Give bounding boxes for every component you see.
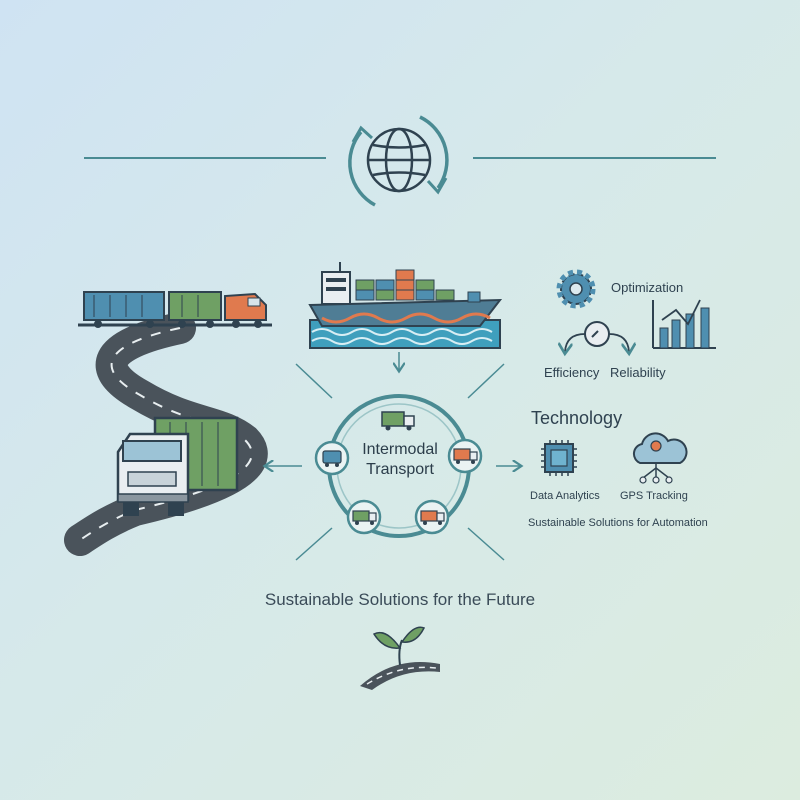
node-right	[447, 438, 483, 474]
ship-icon	[308, 262, 503, 349]
chip-icon	[541, 440, 577, 476]
optimization-label: Optimization	[611, 280, 684, 295]
ray-top-left	[295, 363, 333, 399]
reliability-gauge-icon	[565, 321, 629, 352]
sprout-icon	[360, 626, 440, 690]
ray-bottom-left	[295, 527, 333, 561]
technology-caption: Sustainable Solutions for Automation	[528, 517, 708, 529]
center-title: Intermodal Transport	[334, 440, 466, 480]
gear-icon	[556, 269, 596, 309]
data-analytics-label: Data Analytics	[530, 490, 600, 502]
globe-icon	[366, 127, 432, 193]
truck-icon	[381, 411, 415, 431]
node-bottom-left	[346, 499, 382, 535]
technology-title: Technology	[531, 408, 623, 428]
center-title-line2: Transport	[366, 461, 434, 478]
bar-chart-icon	[652, 299, 716, 349]
gps-tracking-label: GPS Tracking	[620, 490, 688, 502]
cycle-arrows-icon	[348, 115, 449, 207]
cloud-icon	[632, 432, 688, 484]
center-title-line1: Intermodal	[362, 441, 438, 458]
ray-top-right	[467, 363, 505, 399]
efficiency-label: Efficiency	[544, 365, 600, 380]
ray-bottom-right	[467, 527, 505, 561]
node-bottom-right	[414, 499, 450, 535]
truck-icon	[116, 416, 239, 516]
node-left	[314, 440, 350, 476]
reliability-label: Reliability	[610, 365, 666, 380]
footer-tagline: Sustainable Solutions for the Future	[264, 590, 536, 609]
train-icon	[78, 291, 272, 328]
